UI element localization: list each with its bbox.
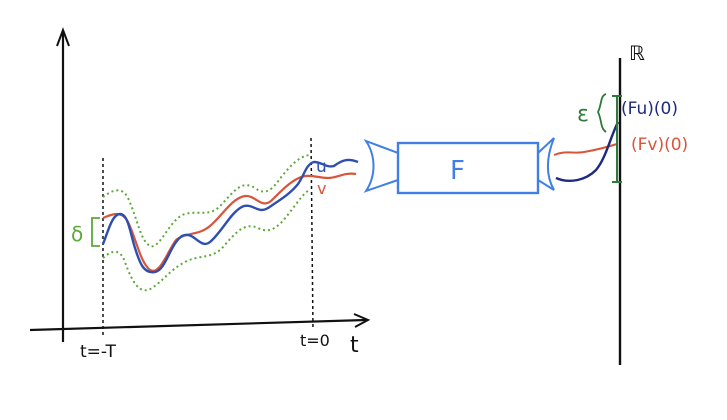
signal-v-curve <box>102 172 357 272</box>
delta-bracket <box>91 217 100 247</box>
delta-band-lower <box>102 189 311 292</box>
time-axis-label: t <box>350 333 359 358</box>
system-box-f <box>396 141 540 195</box>
fu-output-label: (Fu)(0) <box>621 99 678 119</box>
input-funnel <box>363 138 399 193</box>
system-box-label: F <box>450 156 465 186</box>
tick-label-start: t=-T <box>80 342 116 362</box>
delta-band-upper <box>102 154 311 248</box>
time-axis-arrow-icon <box>353 313 371 328</box>
output-fu-curve <box>555 121 620 182</box>
epsilon-label: ε <box>577 102 589 127</box>
signal-u-curve <box>101 158 359 274</box>
real-line-label: ℝ <box>629 41 645 65</box>
fv-output-label: (Fv)(0) <box>631 135 688 155</box>
t-end-dashed-line <box>310 137 314 331</box>
signal-u-label: u <box>316 157 327 177</box>
output-funnel <box>537 137 555 191</box>
time-axis <box>29 318 367 332</box>
epsilon-brace <box>596 93 607 133</box>
y-axis-arrow-icon <box>56 27 70 47</box>
signal-v-label: v <box>317 179 326 198</box>
tick-label-end: t=0 <box>300 331 330 350</box>
delta-label: δ <box>71 222 83 246</box>
